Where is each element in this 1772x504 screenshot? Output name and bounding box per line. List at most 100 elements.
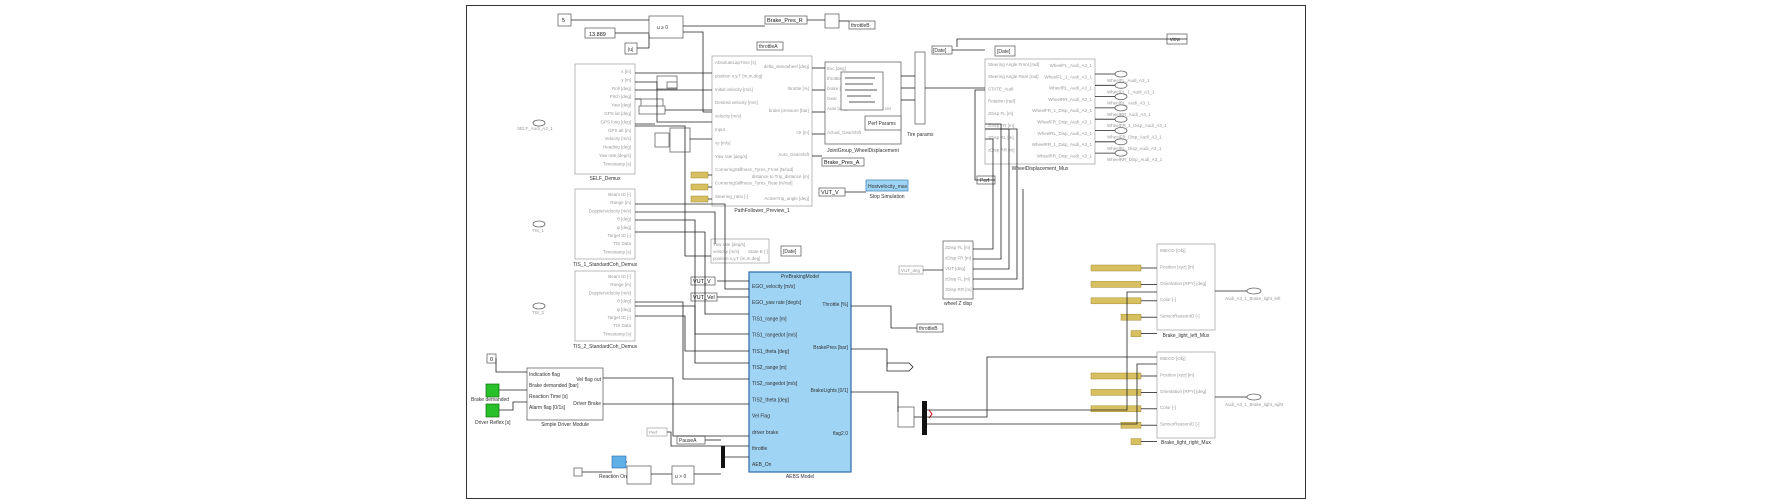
- tis1-inport[interactable]: [532, 220, 546, 228]
- compare-bottom-block[interactable]: [671, 465, 695, 485]
- tis2-port-3: θ [deg]: [617, 299, 631, 304]
- aeb-model-block[interactable]: [748, 271, 852, 473]
- aeb-in-2: TIS1_range [m]: [752, 316, 787, 322]
- aeb-in-9: driver brake: [752, 430, 779, 436]
- goldL-const-4[interactable]: [1130, 330, 1142, 337]
- abs-block[interactable]: [624, 42, 638, 55]
- light-left-port-1: Position [xyz] [m]: [1160, 264, 1194, 269]
- self-inport[interactable]: [532, 119, 546, 127]
- aeb-in-7: TIS2_theta [deg]: [752, 397, 790, 403]
- self-inport-label: SELF_Audi_A3_1: [517, 126, 553, 131]
- wheel-outport-5[interactable]: [1114, 127, 1128, 134]
- path-in-8: CorneringStiffness_Tyres_Front [N/rad]: [715, 167, 793, 172]
- wheel-out-4: WheelFR_1_Disp_Audi_A3_1: [1032, 108, 1092, 113]
- tis2-port-labels: Beam ID [-]Range [m]DopplerVelocity [m/s…: [589, 274, 632, 336]
- tis2-demux-block[interactable]: [574, 270, 636, 342]
- wheel-z-disp-block[interactable]: [942, 240, 974, 300]
- tis1-port-0: Beam ID [-]: [608, 192, 631, 197]
- path-follower-caption: PathFollower_Preview_1: [734, 208, 790, 214]
- tis2-inport[interactable]: [532, 302, 546, 310]
- gain-block-2[interactable]: [638, 105, 666, 115]
- goldL-const-3[interactable]: [1120, 313, 1142, 321]
- path-out-2: brake pressure [bar]: [769, 108, 809, 113]
- reaction-const[interactable]: [573, 467, 583, 477]
- wheel-outport-4[interactable]: [1114, 115, 1128, 123]
- wheel-displacement-block[interactable]: [984, 58, 1096, 165]
- wheel-outport-1[interactable]: [1114, 81, 1128, 89]
- goldL-const-2[interactable]: [1090, 297, 1142, 305]
- goldR-const-1[interactable]: [1090, 389, 1142, 396]
- memory-block[interactable]: [824, 13, 840, 29]
- path-in-6: vy [m/s]: [715, 140, 731, 145]
- wheel-out-3: WheelRR_Audi_A3_1: [1048, 97, 1092, 102]
- driver-reflex-const[interactable]: [485, 403, 500, 418]
- throttle-from-block[interactable]: [756, 41, 784, 51]
- mux-small-block[interactable]: [669, 127, 691, 153]
- switch-bottom-block[interactable]: [626, 465, 652, 485]
- goldL-const-0[interactable]: [1090, 264, 1142, 272]
- date-goto[interactable]: [994, 45, 1016, 57]
- const-path-block[interactable]: [654, 132, 670, 148]
- wheel-mux-bar[interactable]: [914, 51, 926, 125]
- zdisp-port-0: zDisp FL [m]: [945, 245, 970, 250]
- brake-light-left-outport[interactable]: [1246, 287, 1262, 295]
- brake-light-right-block[interactable]: [1156, 351, 1216, 439]
- light-right-port-0: MIECO [Obj]: [1160, 356, 1186, 361]
- goldR-const-0[interactable]: [1090, 372, 1142, 380]
- switch-light-block[interactable]: [897, 406, 915, 428]
- path-out-4: Auto_GearShift: [778, 152, 810, 157]
- wheel-outport-6[interactable]: [1114, 138, 1128, 146]
- vut-v-from-2[interactable]: [690, 276, 716, 286]
- brake-light-left-block[interactable]: [1156, 243, 1216, 331]
- wheel-outport-3[interactable]: [1114, 104, 1128, 112]
- driver-in-1: Brake demanded [bar]: [529, 383, 579, 389]
- brake-demanded-const[interactable]: [485, 383, 500, 398]
- self-port-1: y [m]: [621, 77, 631, 82]
- simple-driver-caption: Simple Driver Module: [541, 422, 589, 428]
- state-calc-block[interactable]: [710, 238, 770, 264]
- vut-deg-label: VUT_deg: [901, 268, 921, 273]
- brake-light-mux[interactable]: [922, 401, 927, 435]
- constant-5-value: 5: [562, 18, 565, 24]
- brake-pres-a-goto[interactable]: [821, 157, 865, 167]
- signal-line-6: [683, 31, 712, 113]
- brake-light-right-outport[interactable]: [1246, 393, 1262, 401]
- signal-line-46: [927, 291, 1157, 411]
- svg-text:throttle [%]: throttle [%]: [827, 76, 849, 81]
- self-port-2: Roll [deg]: [612, 86, 631, 91]
- gold-const-2[interactable]: [690, 183, 709, 191]
- tis1-port-labels: Beam ID [-]Range [m]DopplerVelocity [m/s…: [589, 192, 632, 254]
- gold-const-1[interactable]: [690, 171, 709, 179]
- goldL-const-1[interactable]: [1090, 281, 1142, 288]
- goldR-const-3[interactable]: [1120, 421, 1142, 429]
- svg-text:Auto [deg]: Auto [deg]: [827, 106, 848, 111]
- switch-block-top[interactable]: [648, 15, 684, 39]
- reaction-onoff-switch[interactable]: [611, 455, 627, 469]
- goldR-const-4[interactable]: [1130, 438, 1142, 445]
- self-demux-block[interactable]: [574, 63, 636, 175]
- brake-pres-goto-arrow[interactable]: [886, 362, 914, 372]
- wheel-outport-2[interactable]: [1114, 93, 1128, 100]
- tis1-port-1: Range [m]: [610, 200, 631, 205]
- driver-in-0: Indication flag: [529, 372, 560, 378]
- wheel-outport-7[interactable]: [1114, 149, 1128, 157]
- tis1-demux-block[interactable]: [574, 188, 636, 260]
- path-in-0: AbsoluteLapTime [s]: [715, 60, 756, 65]
- path-follower-block[interactable]: [711, 55, 813, 207]
- const-0-value: 0: [490, 357, 493, 363]
- joint-inner-graphic: [845, 77, 877, 103]
- compare-bottom-glyph: u > 0: [675, 474, 686, 480]
- throttle-goto-label: throttleB: [851, 23, 870, 29]
- throttle-goto-top[interactable]: [848, 20, 876, 30]
- stop-simulation-block[interactable]: [865, 179, 909, 192]
- goldR-const-2[interactable]: [1090, 405, 1142, 413]
- tis1-port-6: TIS Data: [613, 241, 631, 246]
- date-goto-3[interactable]: [780, 245, 802, 257]
- wheel-outport-0[interactable]: [1114, 70, 1128, 78]
- perf-params-block[interactable]: [864, 115, 902, 131]
- gold-const-3[interactable]: [690, 195, 709, 203]
- aeb-in-11: AEB_On: [752, 462, 772, 468]
- bottom-mux-bar[interactable]: [721, 446, 725, 468]
- signal-line-53: [973, 189, 1024, 290]
- simple-driver-block[interactable]: [526, 367, 604, 421]
